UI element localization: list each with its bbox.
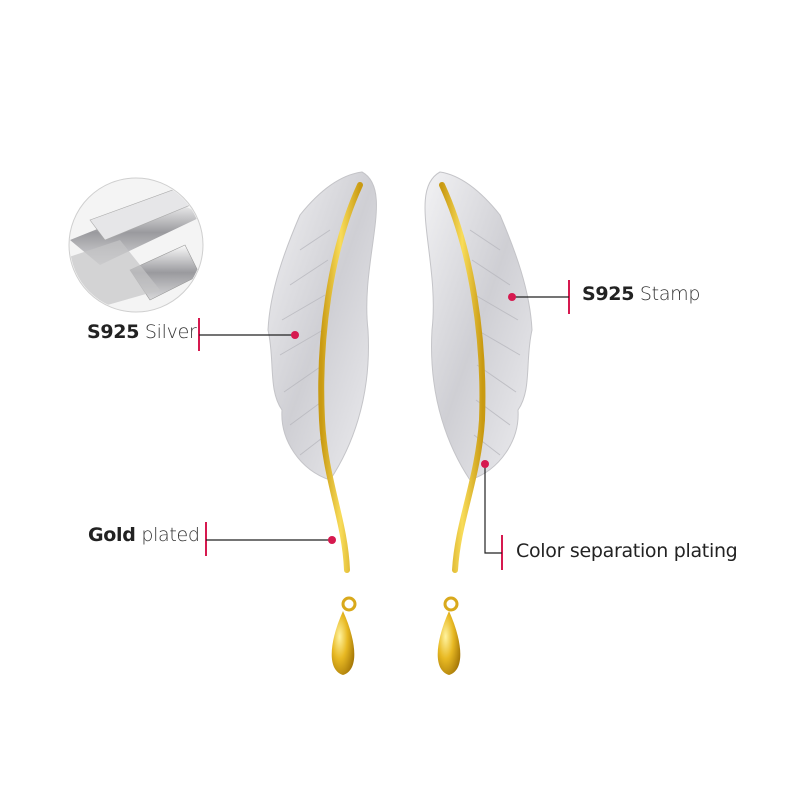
callout-stamp-text: Stamp bbox=[639, 283, 701, 305]
callout-silver-line bbox=[198, 318, 299, 351]
callout-gold-bold: Gold bbox=[88, 524, 136, 546]
callout-stamp-bold: S925 bbox=[582, 283, 635, 305]
callout-stamp-label: S925 Stamp bbox=[582, 283, 700, 305]
feather-earring-left bbox=[267, 171, 377, 675]
callout-silver-bold: S925 bbox=[87, 321, 140, 343]
callout-gold-text: plated bbox=[141, 524, 200, 546]
callout-gold-line bbox=[205, 522, 336, 556]
callout-separation-label: Color separation plating bbox=[516, 540, 738, 562]
silver-bars-image bbox=[68, 177, 204, 313]
callout-separation-line bbox=[481, 460, 503, 570]
callout-separation-text: Color separation plating bbox=[516, 540, 738, 562]
callout-silver-text: Silver bbox=[144, 321, 197, 343]
callout-silver-label: S925 Silver bbox=[87, 321, 197, 343]
callout-stamp-line bbox=[508, 280, 570, 314]
callout-gold-label: Gold plated bbox=[88, 524, 200, 546]
feather-earring-right bbox=[424, 171, 533, 675]
